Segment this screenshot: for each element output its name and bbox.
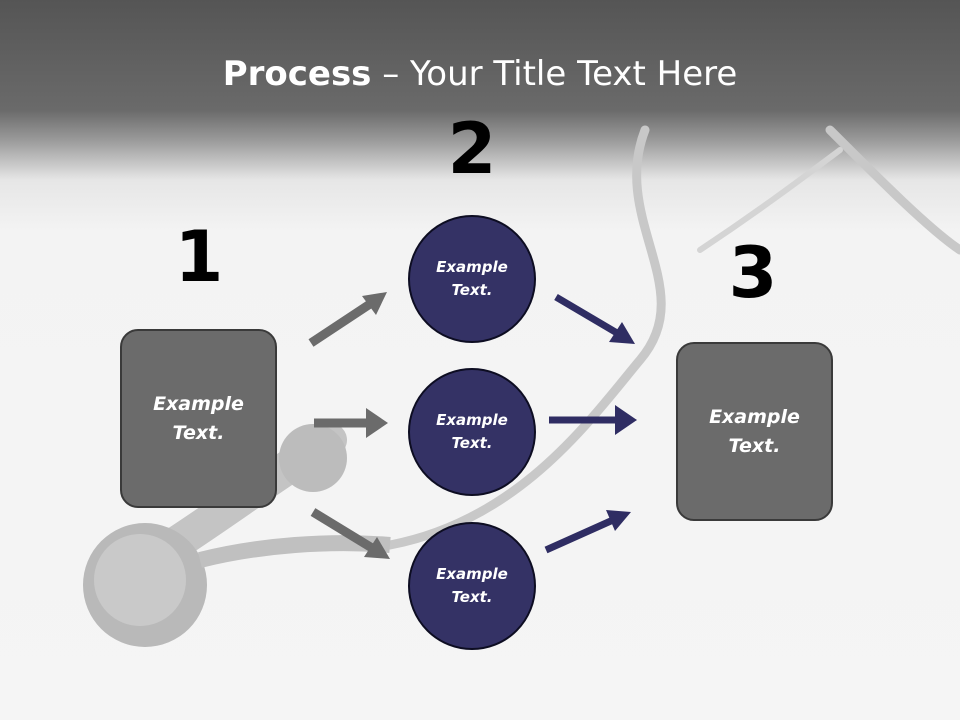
step-2-label-top: Example Text. xyxy=(436,258,508,299)
step-number-1: 1 xyxy=(174,216,224,298)
step-number-2: 2 xyxy=(447,108,497,190)
step-3-box: Example Text. xyxy=(676,342,833,521)
step-2-label-middle: Example Text. xyxy=(436,411,508,452)
navy-arrow-down xyxy=(554,293,635,344)
gray-arrow-down xyxy=(310,508,390,559)
gray-arrow-up xyxy=(308,292,387,347)
gray-arrow-right xyxy=(314,408,388,438)
title-rest: – Your Title Text Here xyxy=(371,54,738,94)
navy-arrow-up xyxy=(544,510,631,554)
title-bold: Process xyxy=(222,54,372,94)
step-3-label: Example Text. xyxy=(709,405,800,457)
step-1-label: Example Text. xyxy=(153,392,244,444)
step-2-circle-middle: Example Text. xyxy=(408,368,536,496)
step-2-label-bottom: Example Text. xyxy=(436,565,508,606)
step-2-circle-bottom: Example Text. xyxy=(408,522,536,650)
step-2-circle-top: Example Text. xyxy=(408,215,536,343)
step-1-box: Example Text. xyxy=(120,329,277,508)
step-number-3: 3 xyxy=(728,232,778,314)
navy-arrow-right xyxy=(549,405,637,435)
slide-title: Process – Your Title Text Here xyxy=(0,52,960,96)
